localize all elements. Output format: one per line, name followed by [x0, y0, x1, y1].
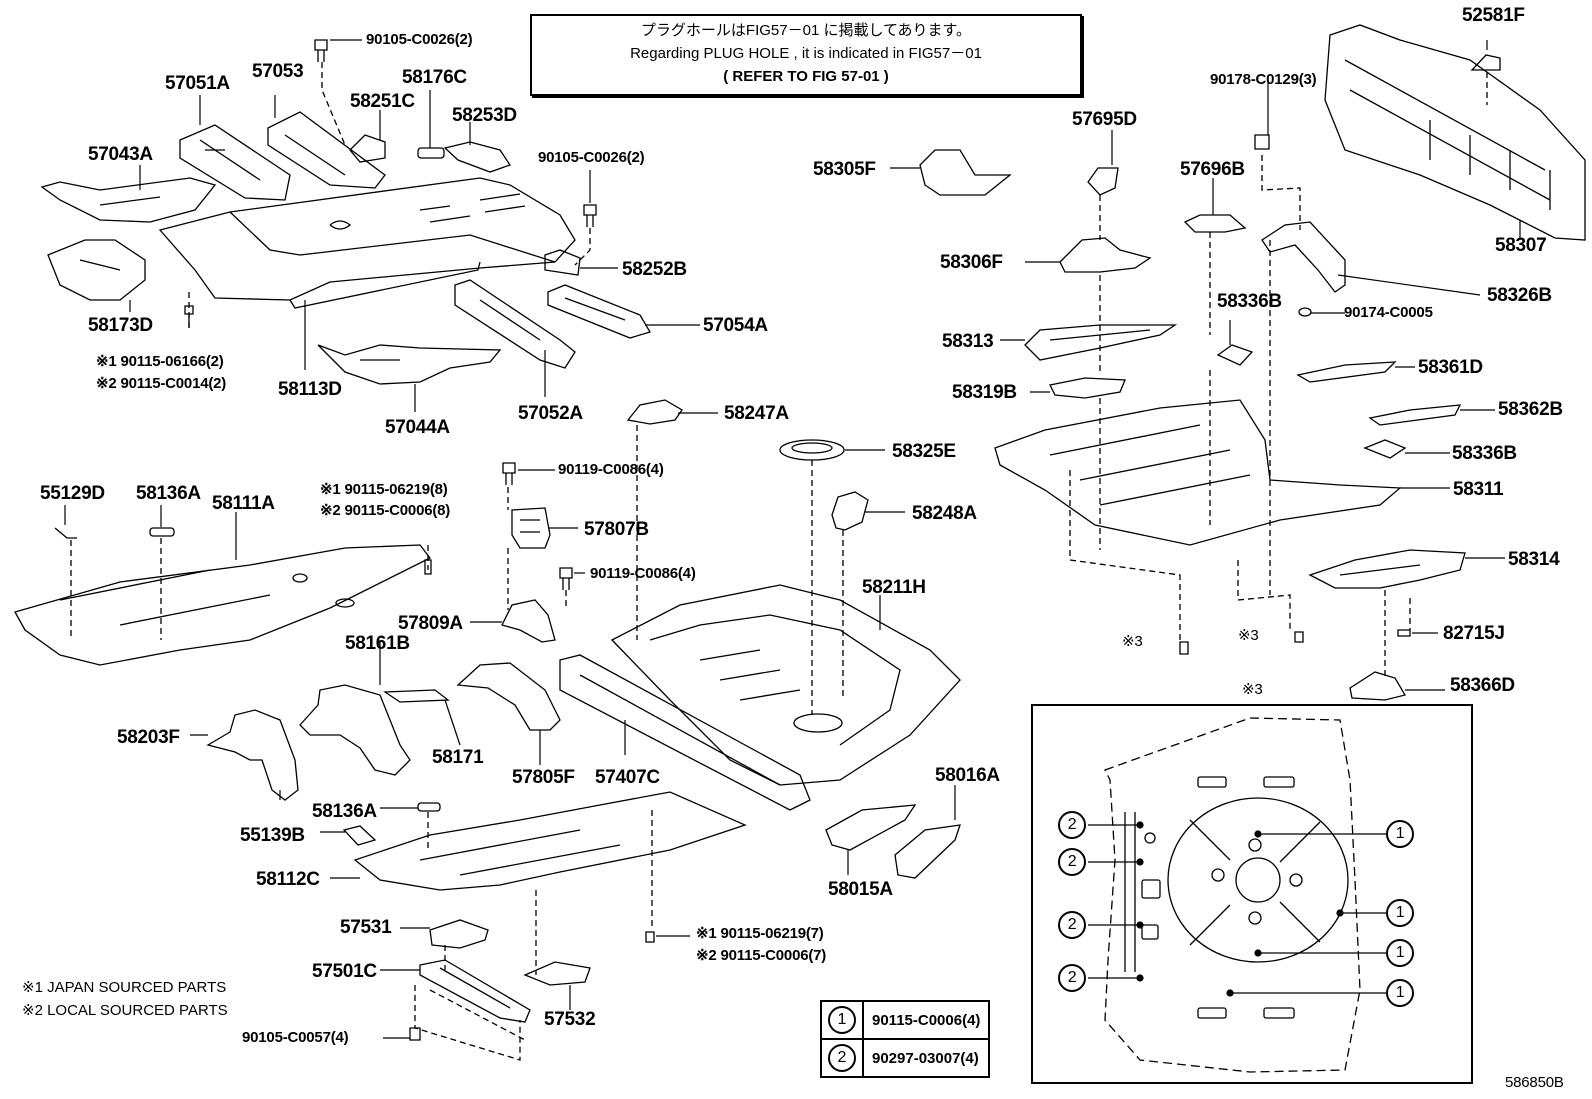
circle-callout-1: 1: [1386, 820, 1414, 848]
part-label[interactable]: 58252B: [622, 259, 687, 280]
part-label[interactable]: 90174-C0005: [1344, 304, 1433, 321]
part-label[interactable]: ※2 90115-C0006(8): [320, 502, 451, 519]
part-label[interactable]: 58015A: [828, 879, 893, 900]
detail-box-frame: [1031, 704, 1473, 1084]
key-number: 1: [820, 1000, 864, 1040]
legend-local-sourced: ※2 LOCAL SOURCED PARTS: [22, 1002, 228, 1019]
part-label[interactable]: 57807B: [584, 519, 649, 540]
note-line-1: プラグホールはFIG57－01 に掲載してあります。: [640, 22, 972, 39]
part-label[interactable]: 57809A: [398, 613, 463, 634]
circle-callout-1: 1: [1386, 979, 1414, 1007]
part-label[interactable]: 58314: [1508, 549, 1560, 570]
legend-japan-sourced: ※1 JAPAN SOURCED PARTS: [22, 979, 227, 996]
part-label[interactable]: 58248A: [912, 503, 977, 524]
front-floor-panel-shape: [158, 177, 576, 301]
part-label[interactable]: 58253D: [452, 105, 517, 126]
part-label[interactable]: 57044A: [385, 417, 450, 438]
part-label[interactable]: 90105-C0026(2): [366, 31, 473, 48]
part-label[interactable]: ※1 90115-06219(8): [320, 481, 448, 498]
key-row: 2 90297-03007(4): [820, 1038, 991, 1078]
part-label[interactable]: 58313: [942, 331, 994, 352]
part-label[interactable]: 58336B: [1217, 291, 1282, 312]
part-label[interactable]: 58326B: [1487, 285, 1552, 306]
circle-callout-2: 2: [1058, 848, 1086, 876]
circle-callout-1: 1: [1386, 899, 1414, 927]
part-label[interactable]: 57043A: [88, 144, 153, 165]
part-label[interactable]: 58319B: [952, 382, 1017, 403]
part-label[interactable]: 57531: [340, 917, 392, 938]
part-label[interactable]: 82715J: [1443, 623, 1505, 644]
part-label[interactable]: 58305F: [813, 159, 876, 180]
part-label[interactable]: 58161B: [345, 633, 410, 654]
part-label[interactable]: 58247A: [724, 403, 789, 424]
part-label[interactable]: 58176C: [402, 67, 467, 88]
part-label[interactable]: ※2 90115-C0014(2): [96, 375, 227, 392]
circle-callout-1: 1: [1386, 939, 1414, 967]
part-label[interactable]: 58311: [1453, 479, 1504, 500]
note-line-2: Regarding PLUG HOLE , it is indicated in…: [630, 45, 982, 62]
plug-hole-note: プラグホールはFIG57－01 に掲載してあります。 Regarding PLU…: [530, 14, 1082, 96]
part-label[interactable]: 90178-C0129(3): [1210, 71, 1317, 88]
part-label[interactable]: 58136A: [312, 801, 377, 822]
part-label[interactable]: 90105-C0057(4): [242, 1029, 349, 1046]
part-label[interactable]: 58016A: [935, 765, 1000, 786]
part-label[interactable]: 58366D: [1450, 675, 1515, 696]
part-label[interactable]: 58361D: [1418, 357, 1483, 378]
part-label[interactable]: 58203F: [117, 727, 180, 748]
part-label[interactable]: ※2 90115-C0006(7): [696, 947, 827, 964]
part-label[interactable]: 58112C: [256, 869, 320, 890]
key-row: 1 90115-C0006(4): [820, 1000, 991, 1040]
part-label[interactable]: 57501C: [312, 961, 377, 982]
part-label[interactable]: 57052A: [518, 403, 583, 424]
key-part-number[interactable]: 90115-C0006(4): [861, 1000, 991, 1040]
fastener-key-table: 1 90115-C0006(4) 2 90297-03007(4): [820, 1000, 991, 1078]
part-label[interactable]: 58113D: [278, 379, 342, 400]
ref-mark-x3: ※3: [1238, 627, 1259, 644]
part-label[interactable]: ※1 90115-06166(2): [96, 353, 224, 370]
part-label[interactable]: 58251C: [350, 91, 415, 112]
part-label[interactable]: 90119-C0086(4): [590, 565, 696, 582]
part-label[interactable]: 57407C: [595, 767, 660, 788]
part-label[interactable]: 58336B: [1452, 443, 1517, 464]
figure-code: 586850B: [1505, 1074, 1564, 1091]
part-label[interactable]: 57695D: [1072, 109, 1137, 130]
part-label[interactable]: 57532: [544, 1009, 596, 1030]
part-label[interactable]: 58136A: [136, 483, 201, 504]
key-number: 2: [820, 1038, 864, 1078]
part-label[interactable]: 57696B: [1180, 159, 1245, 180]
part-label[interactable]: 58362B: [1498, 399, 1563, 420]
part-label[interactable]: 58306F: [940, 252, 1003, 273]
detail-box-title: ※3: [1242, 681, 1263, 698]
part-label[interactable]: 57054A: [703, 315, 768, 336]
part-label[interactable]: 58211H: [862, 577, 926, 598]
part-label[interactable]: 57053: [252, 61, 304, 82]
part-label[interactable]: 55139B: [240, 825, 305, 846]
part-label[interactable]: 90119-C0086(4): [558, 461, 664, 478]
part-label[interactable]: 57051A: [165, 73, 230, 94]
ref-mark-x3: ※3: [1122, 633, 1143, 650]
circle-callout-2: 2: [1058, 964, 1086, 992]
circle-callout-2: 2: [1058, 811, 1086, 839]
part-label[interactable]: 58173D: [88, 315, 153, 336]
part-label[interactable]: 90105-C0026(2): [538, 149, 645, 166]
part-label[interactable]: 58111A: [212, 493, 275, 514]
circle-callout-2: 2: [1058, 911, 1086, 939]
part-label[interactable]: 57805F: [512, 767, 575, 788]
key-part-number[interactable]: 90297-03007(4): [861, 1038, 991, 1078]
part-label[interactable]: ※1 90115-06219(7): [696, 925, 824, 942]
part-label[interactable]: 52581F: [1462, 5, 1525, 26]
part-label[interactable]: 58325E: [892, 441, 956, 462]
part-label[interactable]: 55129D: [40, 483, 105, 504]
note-line-3: ( REFER TO FIG 57-01 ): [723, 68, 889, 85]
part-label[interactable]: 58307: [1495, 235, 1547, 256]
part-label[interactable]: 58171: [432, 747, 484, 768]
